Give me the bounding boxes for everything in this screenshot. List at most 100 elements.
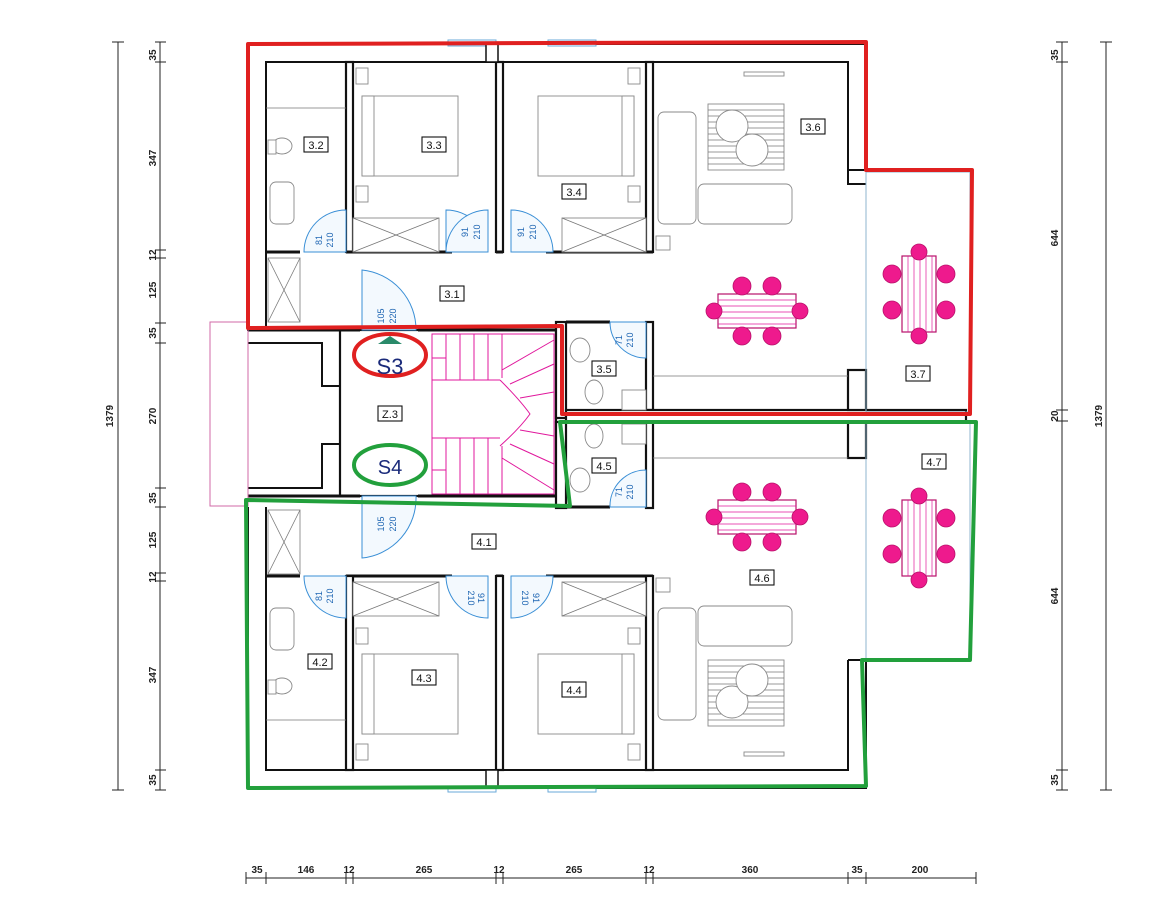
svg-text:210: 210 — [528, 224, 538, 239]
wall-3-3-3-4 — [494, 60, 505, 254]
sofa-4-6 — [657, 607, 697, 721]
dim-left-3: 12 — [148, 249, 159, 261]
dim-bottom-4: 265 — [416, 865, 433, 876]
dining-table-3-7 — [882, 243, 956, 345]
wall-4-4-4-6 — [644, 574, 655, 772]
dim-left-5: 35 — [148, 327, 159, 339]
door-3-3: 91 210 — [445, 209, 489, 253]
dining-table-4-7 — [882, 487, 956, 589]
staircase — [431, 333, 555, 495]
room-label-4-1: 4.1 — [471, 533, 497, 550]
svg-text:210: 210 — [325, 232, 335, 247]
unit-s3-ellipse — [352, 332, 428, 378]
dim-right-4: 644 — [1050, 587, 1061, 604]
entrance-wall — [248, 342, 340, 489]
dining-table-4-6 — [705, 482, 809, 552]
unit-label-s4: S4 — [378, 457, 402, 479]
dim-left-7: 35 — [148, 492, 159, 504]
wall-4-3-4-4 — [494, 574, 505, 772]
room-label-4-3: 4.3 — [411, 669, 437, 686]
svg-text:4.7: 4.7 — [926, 457, 941, 469]
dim-bottom-10: 200 — [912, 865, 929, 876]
svg-text:210: 210 — [625, 484, 635, 499]
room-label-4-5: 4.5 — [591, 457, 617, 474]
svg-text:220: 220 — [388, 308, 398, 323]
svg-text:3.3: 3.3 — [426, 140, 441, 152]
dim-bottom-6: 265 — [566, 865, 583, 876]
dim-right-1: 35 — [1050, 49, 1061, 61]
svg-text:91: 91 — [531, 593, 541, 603]
svg-text:71: 71 — [614, 335, 624, 345]
dim-bottom-3: 12 — [343, 865, 355, 876]
svg-text:210: 210 — [466, 590, 476, 605]
dim-right-total: 1379 — [1094, 404, 1105, 427]
unit-s4-outline — [244, 420, 978, 790]
dim-left-6: 270 — [148, 407, 159, 424]
dim-bottom-2: 146 — [298, 865, 315, 876]
wall-4-2-4-3 — [344, 574, 355, 772]
entry-porch-outline — [209, 321, 249, 507]
dim-bottom-5: 12 — [493, 865, 505, 876]
room-label-4-6: 4.6 — [749, 569, 775, 586]
dim-right-3: 20 — [1050, 410, 1061, 422]
svg-text:3.5: 3.5 — [596, 364, 611, 376]
svg-text:91: 91 — [516, 227, 526, 237]
svg-text:4.2: 4.2 — [312, 657, 327, 669]
dim-bottom-9: 35 — [851, 865, 863, 876]
dim-bottom-1: 35 — [251, 865, 263, 876]
door-4-3: 210 91 — [445, 575, 489, 619]
bed-4-3 — [361, 653, 459, 735]
dim-left-2: 347 — [148, 149, 159, 166]
unit-outlines — [244, 40, 978, 790]
room-label-3-7: 3.7 — [905, 365, 931, 382]
dim-left-4: 125 — [148, 281, 159, 298]
dim-right-2: 644 — [1050, 229, 1061, 246]
svg-text:4.3: 4.3 — [416, 673, 431, 685]
unit-label-s3: S3 — [377, 354, 404, 379]
dim-left-total: 1379 — [105, 404, 116, 427]
svg-text:3.6: 3.6 — [805, 122, 820, 134]
door-4-4: 210 91 — [510, 575, 554, 619]
svg-text:71: 71 — [614, 487, 624, 497]
svg-text:210: 210 — [472, 224, 482, 239]
room-label-4-7: 4.7 — [921, 453, 947, 470]
door-4-5: 71 210 — [609, 469, 647, 508]
wall-3-4-3-6 — [644, 60, 655, 254]
dim-left-1: 35 — [148, 49, 159, 61]
svg-text:210: 210 — [325, 588, 335, 603]
room-label-3-2: 3.2 — [303, 136, 329, 153]
room-label-3-5: 3.5 — [591, 360, 617, 377]
sink-3-2 — [269, 181, 295, 225]
unit-s3-outline — [246, 40, 974, 416]
floor-drain-lower — [655, 577, 671, 593]
dim-left-9: 12 — [148, 571, 159, 583]
dining-table-3-6 — [705, 276, 809, 346]
bed-3-4 — [537, 95, 635, 177]
svg-text:105: 105 — [376, 308, 386, 323]
furniture — [267, 67, 793, 761]
svg-text:3.4: 3.4 — [566, 187, 581, 199]
door-3-4: 91 210 — [510, 209, 554, 253]
sink-4-5 — [584, 423, 604, 449]
svg-text:3.2: 3.2 — [308, 140, 323, 152]
room-label-4-4: 4.4 — [561, 681, 587, 698]
door-3-1-entry: 105 220 — [361, 269, 417, 331]
stair-block-wall — [338, 328, 558, 498]
sofa-3-6 — [657, 111, 697, 225]
svg-text:3.7: 3.7 — [910, 369, 925, 381]
svg-text:4.4: 4.4 — [566, 685, 581, 697]
room-label-3-3: 3.3 — [421, 136, 447, 153]
dining-tables — [705, 243, 956, 589]
room-label-z-3: Z.3 — [377, 405, 403, 422]
room-labels: 3.1 3.2 3.3 3.4 3.5 3.6 3.7 4.1 4.2 4.3 … — [303, 118, 947, 698]
room-label-3-1: 3.1 — [439, 285, 465, 302]
sink-4-2 — [269, 607, 295, 651]
svg-text:210: 210 — [625, 332, 635, 347]
stair-up-arrow-icon — [378, 336, 402, 344]
dim-right-5: 35 — [1050, 774, 1061, 786]
svg-text:Z.3: Z.3 — [382, 409, 398, 421]
dim-left-8: 125 — [148, 531, 159, 548]
svg-text:4.5: 4.5 — [596, 461, 611, 473]
room-label-3-6: 3.6 — [800, 118, 826, 135]
